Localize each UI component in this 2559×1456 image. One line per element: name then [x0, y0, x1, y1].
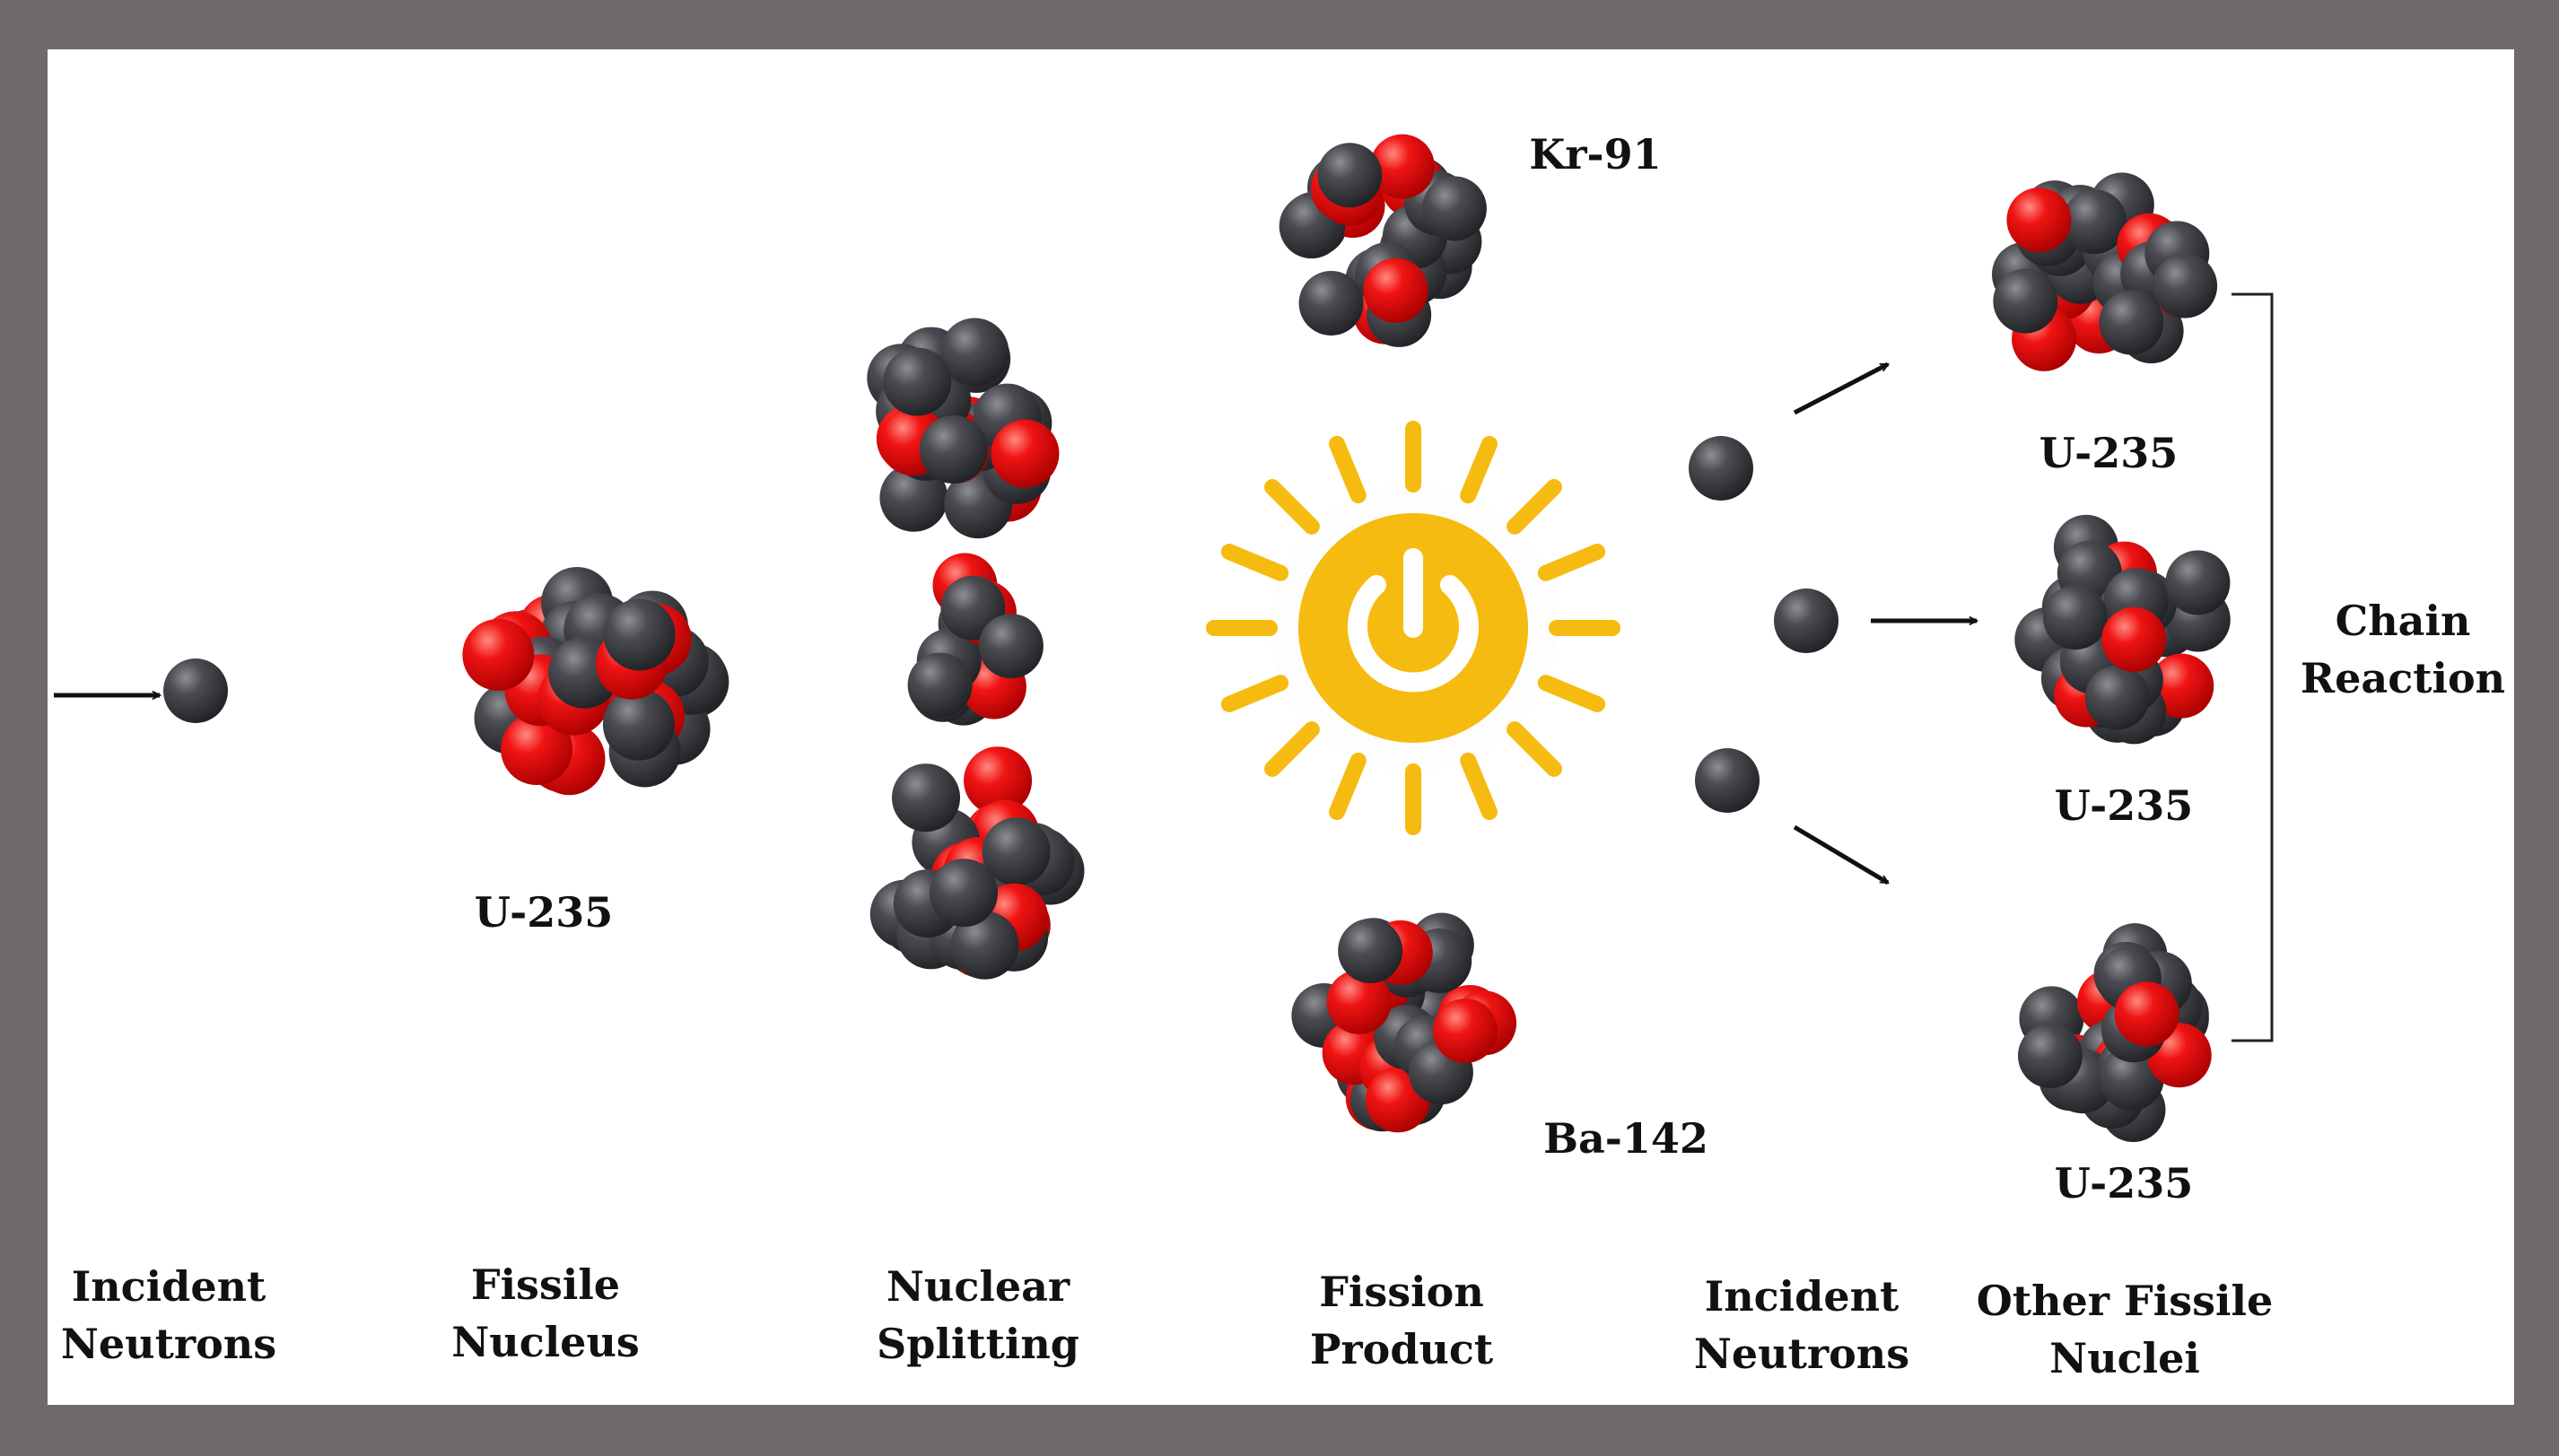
proton-sphere: [462, 618, 535, 691]
proton-sphere: [1326, 969, 1392, 1034]
isotope-label-u235-main: U-235: [474, 888, 614, 937]
splitting-nucleus: [867, 318, 1085, 980]
proton-sphere: [2101, 606, 2167, 672]
stage-label-other-fissile-nuclei: Other Fissile Nuclei: [1976, 1277, 2274, 1382]
neutron-arrow-down: [1793, 824, 1888, 885]
u235-nucleus-bottom: [2017, 923, 2212, 1143]
neutron-sphere-icon: [1695, 748, 1760, 813]
neutron-sphere: [2153, 253, 2218, 318]
neutron-sphere: [1298, 270, 1364, 336]
neutron-sphere: [1993, 268, 2058, 334]
u235-nucleus-mid: [2014, 514, 2231, 745]
stage-label-fission-product: Fission Product: [1309, 1268, 1494, 1373]
neutron-sphere: [2062, 189, 2127, 255]
neutron-sphere-icon: [1774, 589, 1838, 653]
sun-ray: [1537, 544, 1606, 581]
isotope-label-kr91: Kr-91: [1529, 130, 1662, 179]
isotope-label-ba142: Ba-142: [1543, 1114, 1708, 1163]
sun-ray: [1264, 479, 1320, 535]
neutron-sphere-icon: [1689, 436, 1753, 501]
proton-sphere: [964, 746, 1033, 815]
neutron-sphere: [1689, 436, 1753, 501]
proton-sphere: [2149, 653, 2214, 719]
stage-label-fissile-nucleus: Fissile Nucleus: [451, 1260, 640, 1366]
power-sun-icon: [1206, 421, 1620, 835]
neutron-sphere: [603, 598, 676, 671]
arrows: [54, 362, 1977, 885]
neutron-sphere: [892, 763, 961, 833]
isotope-label-u235-top: U-235: [2039, 429, 2179, 477]
neutron-sphere: [1317, 143, 1383, 208]
neutron-sphere: [940, 318, 1009, 387]
sun-ray: [1507, 479, 1562, 535]
ba142-nucleus: [1291, 912, 1517, 1133]
kr91-nucleus: [1279, 134, 1487, 347]
proton-sphere: [1363, 257, 1428, 323]
neutron-sphere: [163, 658, 228, 723]
sun-ray: [1220, 544, 1289, 581]
neutron-sphere: [2165, 550, 2231, 615]
sun-ray: [1329, 752, 1367, 821]
neutron-sphere: [982, 817, 1051, 886]
chain-reaction-label: Chain Reaction: [2300, 597, 2506, 702]
neutron-sphere: [1774, 589, 1838, 653]
neutron-sphere: [1338, 918, 1403, 983]
stage-label-incident-neutrons: Incident Neutrons: [60, 1262, 277, 1368]
neutron-sphere: [2042, 585, 2108, 650]
neutron-sphere: [1421, 176, 1487, 241]
proton-sphere: [1432, 998, 1498, 1064]
sun-ray: [1460, 435, 1498, 504]
neutron-sphere: [602, 688, 675, 761]
sun-ray: [1264, 721, 1320, 777]
power-symbol-arc: [1348, 575, 1479, 693]
sun-ray: [1220, 675, 1289, 712]
neutron-sphere: [919, 415, 988, 484]
proton-sphere: [2114, 981, 2179, 1047]
neutron-sphere: [2017, 1023, 2083, 1088]
neutron-sphere: [907, 652, 973, 718]
stage-label-nuclear-splitting: Nuclear Splitting: [877, 1262, 1079, 1368]
neutron-sphere: [978, 614, 1044, 679]
chain-reaction-bracket: [2231, 292, 2274, 1042]
neutron-sphere: [883, 347, 952, 416]
neutron-sphere: [930, 859, 999, 928]
proton-sphere: [2006, 187, 2072, 253]
isotope-label-u235-mid: U-235: [2054, 781, 2194, 830]
proton-sphere: [991, 419, 1060, 488]
neutron-sphere: [2084, 665, 2150, 730]
neutron-sphere: [879, 463, 948, 532]
stage-label-incident-neutrons-2: Incident Neutrons: [1693, 1272, 1910, 1378]
neutron-sphere: [2099, 290, 2164, 355]
u235-nucleus-top: [1992, 172, 2218, 371]
sun-ray: [1329, 435, 1367, 504]
u235-nucleus: [462, 566, 729, 796]
neutron-arrow-up: [1793, 362, 1888, 415]
isotope-label-u235-bottom: U-235: [2054, 1159, 2194, 1208]
proton-sphere: [1369, 134, 1435, 199]
neutron-sphere: [1695, 748, 1760, 813]
sun-ray: [1507, 721, 1562, 777]
neutron-sphere-icon: [163, 658, 228, 723]
proton-sphere: [501, 713, 573, 786]
sun-ray: [1537, 675, 1606, 712]
neutron-sphere: [950, 911, 1019, 980]
sun-ray: [1460, 752, 1498, 821]
